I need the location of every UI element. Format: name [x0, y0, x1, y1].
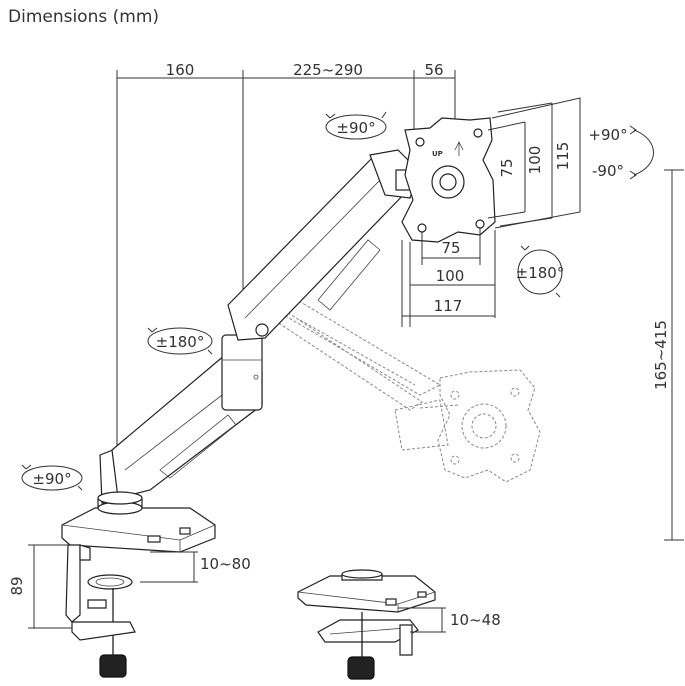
dim-vesa-depth: 56	[424, 61, 443, 79]
head-rotate-indicator	[517, 245, 563, 298]
height-range-dim	[664, 169, 684, 541]
c-clamp	[65, 544, 136, 678]
clamp-dims	[28, 544, 198, 629]
vesa-horizontal-dims	[401, 228, 496, 327]
dim-clamp-height: 89	[8, 576, 26, 595]
dim-arm-first: 160	[166, 61, 195, 79]
dim-arm-second: 225~290	[293, 61, 363, 79]
vesa-vertical-dims	[487, 97, 581, 229]
dim-vesa-w-117: 117	[434, 297, 463, 315]
grommet-mount	[297, 569, 436, 680]
top-dimension-lines	[116, 70, 456, 458]
head-swivel-indicator	[325, 111, 387, 140]
dim-vesa-h-115: 115	[554, 142, 572, 171]
grommet-dims	[398, 607, 446, 633]
rot-tilt-down: -90°	[592, 162, 624, 180]
rot-head-rotate: ±180°	[516, 264, 565, 282]
dim-vesa-w-100: 100	[436, 267, 465, 285]
dim-vesa-h-75: 75	[498, 158, 516, 177]
extended-arm-ghost	[254, 284, 541, 483]
rot-tilt-up: +90°	[588, 126, 627, 144]
tilt-arc-icon	[629, 125, 654, 180]
desk-base	[61, 491, 216, 553]
elbow-swivel-indicator	[147, 327, 213, 355]
monitor-arm	[99, 149, 421, 504]
base-swivel-indicator	[21, 464, 83, 491]
dim-height-range: 165~415	[652, 320, 670, 390]
rot-elbow-swivel: ±180°	[156, 333, 205, 351]
dim-vesa-w-75: 75	[441, 239, 460, 257]
vesa-plate	[401, 117, 496, 243]
dim-clamp-range: 10~80	[200, 555, 251, 573]
plate-up-label: UP	[432, 150, 443, 158]
rot-head-swivel: ±90°	[336, 119, 375, 137]
elbow-joint	[221, 334, 263, 411]
dim-grommet-range: 10~48	[450, 611, 501, 629]
rot-base-swivel: ±90°	[32, 470, 71, 488]
diagram-title: Dimensions (mm)	[8, 7, 159, 27]
dim-vesa-h-100: 100	[526, 146, 544, 175]
